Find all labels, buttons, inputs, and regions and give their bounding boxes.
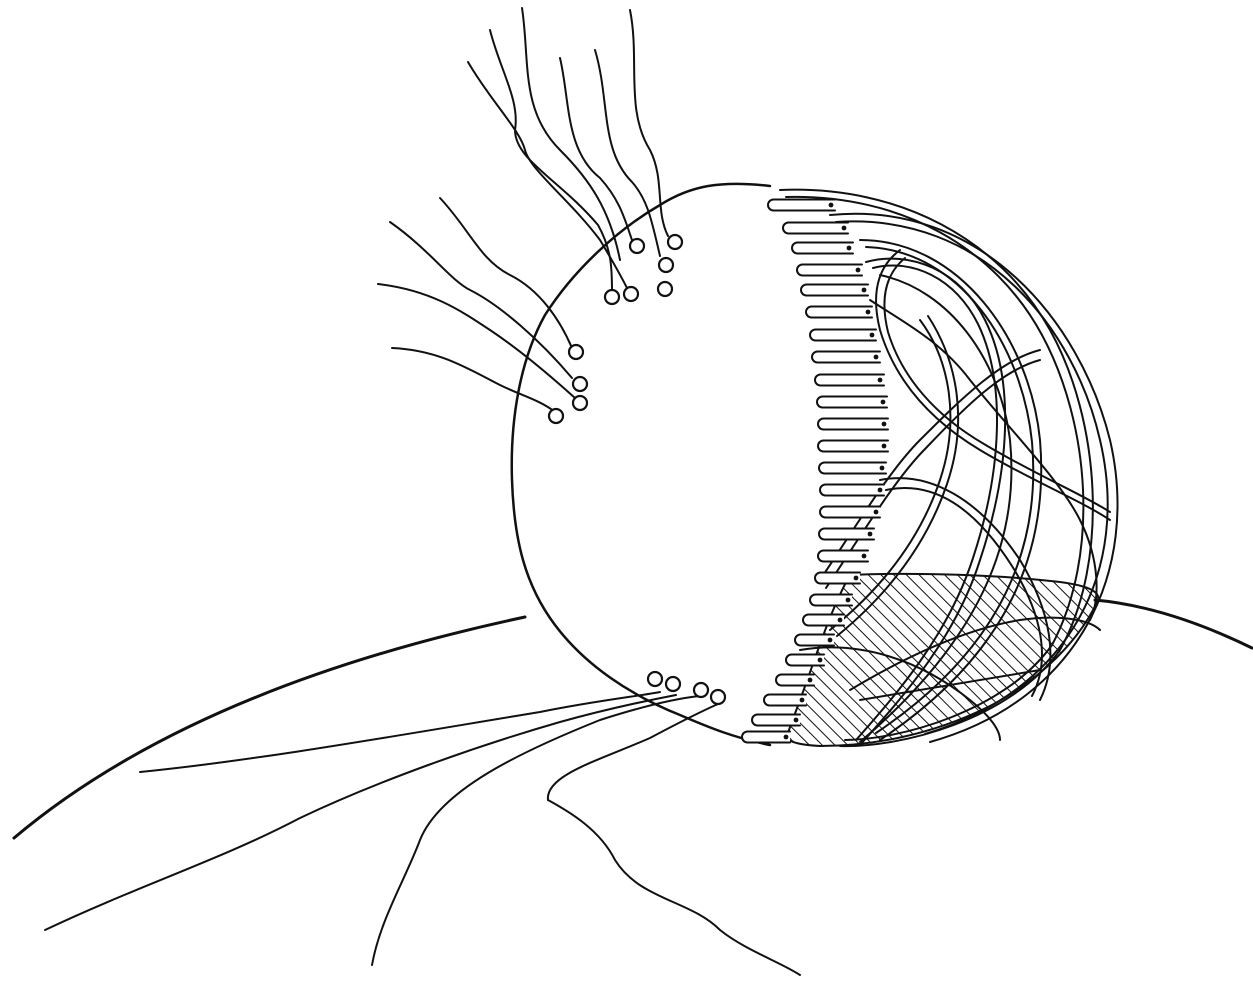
- tab-hole: [856, 268, 861, 273]
- seam-tab: [768, 200, 835, 211]
- tab-hole: [874, 355, 879, 360]
- wire-1: [630, 10, 668, 236]
- electrode-contact: [630, 239, 644, 253]
- electrode-contact: [573, 396, 587, 410]
- tab-hole: [784, 735, 789, 740]
- tab-hole: [847, 246, 852, 251]
- wire-9: [378, 284, 575, 398]
- tab-hole: [882, 444, 887, 449]
- tab-hole: [870, 333, 875, 338]
- tab-hole: [874, 510, 879, 515]
- seam-tab: [797, 265, 862, 276]
- surface-fold-2: [45, 695, 676, 930]
- upper-wires: [378, 8, 668, 412]
- surface-fold-3: [372, 696, 700, 965]
- tab-hole: [880, 466, 885, 471]
- electrode-contact: [658, 282, 672, 296]
- electrode-contact: [711, 690, 725, 704]
- electrode-contact: [573, 377, 587, 391]
- wire-4: [522, 8, 620, 260]
- electrode-contact: [668, 235, 682, 249]
- surface-fold-1: [140, 692, 660, 772]
- seam-tab: [812, 352, 880, 363]
- tab-hole: [878, 378, 883, 383]
- seam-tab: [752, 715, 800, 726]
- surface-fold-5: [548, 800, 800, 975]
- wire-3: [560, 58, 632, 240]
- seam-tab: [820, 485, 884, 496]
- seam-tab: [817, 397, 887, 408]
- wire-10: [392, 348, 555, 412]
- seam-tab: [818, 419, 888, 430]
- electrode-contact: [624, 287, 638, 301]
- electrode-contact: [666, 677, 680, 691]
- seam-tab: [818, 551, 868, 562]
- electrode-contact: [605, 290, 619, 304]
- tab-hole: [800, 698, 805, 703]
- seam-tab: [818, 441, 888, 452]
- body-outline: [512, 184, 770, 745]
- tab-hole: [862, 288, 867, 293]
- tab-hole: [846, 598, 851, 603]
- wire-8: [390, 222, 572, 378]
- electrode-contact: [659, 258, 673, 272]
- tab-hole: [838, 618, 843, 623]
- seam-tab: [815, 573, 860, 584]
- electrode-contact: [549, 409, 563, 423]
- tab-hole: [842, 226, 847, 231]
- electrode-contacts: [549, 235, 725, 704]
- tab-hole: [862, 554, 867, 559]
- wire-5: [490, 30, 612, 292]
- seam-tab: [742, 732, 790, 743]
- tab-hole: [881, 400, 886, 405]
- seam-tab: [806, 307, 872, 318]
- seam-tab: [810, 330, 876, 341]
- tab-hole: [829, 203, 834, 208]
- seam-tab: [819, 463, 886, 474]
- tab-hole: [882, 422, 887, 427]
- tab-hole: [866, 310, 871, 315]
- electrode-contact: [694, 683, 708, 697]
- seam-tab: [820, 507, 880, 518]
- tab-hole: [794, 718, 799, 723]
- tab-hole: [808, 678, 813, 683]
- electrode-contact: [648, 672, 662, 686]
- seam-tab: [815, 375, 884, 386]
- seam-tab: [792, 243, 853, 254]
- tab-hole: [878, 488, 883, 493]
- seam-tab: [819, 529, 874, 540]
- tab-hole: [818, 658, 823, 663]
- electrode-contact: [569, 345, 583, 359]
- tab-hole: [868, 532, 873, 537]
- surface-contour-right: [1095, 600, 1252, 648]
- seam-tab: [783, 223, 848, 234]
- wire-7: [440, 198, 572, 348]
- tab-hole: [854, 576, 859, 581]
- tab-hole: [828, 638, 833, 643]
- seam-tab: [801, 285, 868, 296]
